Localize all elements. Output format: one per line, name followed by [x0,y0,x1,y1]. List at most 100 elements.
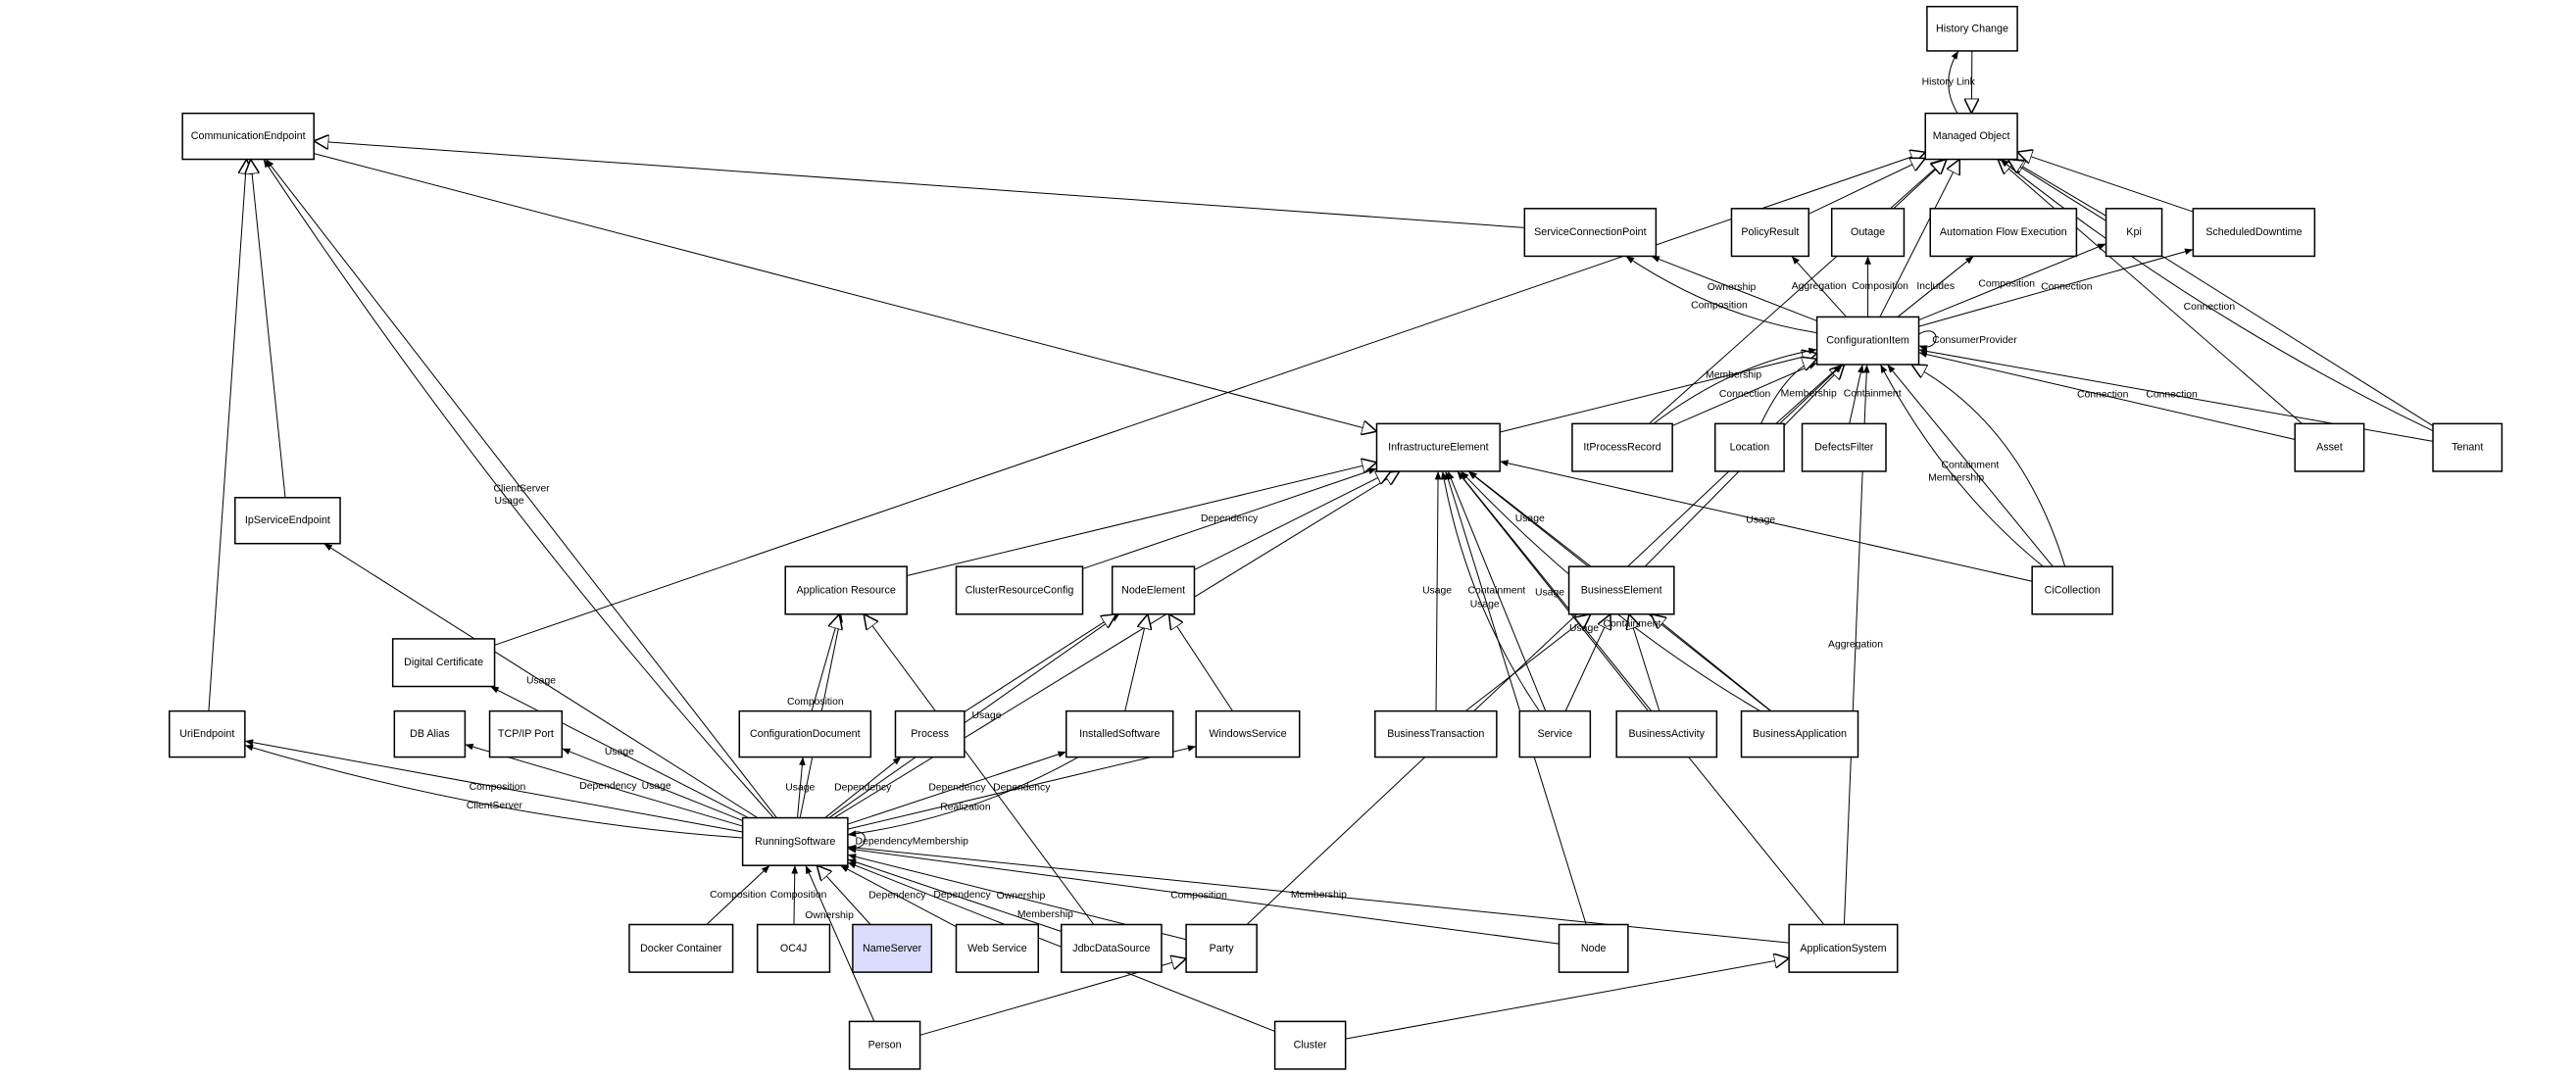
edge-ns-rs [817,865,871,925]
edge-label: Includes [1916,281,1955,292]
class-node-party[interactable]: Party [1185,923,1258,973]
association-line [244,739,743,833]
class-box [488,709,564,758]
edge-label: Usage [1470,600,1500,611]
class-node-ne[interactable]: NodeElement [1111,565,1196,615]
class-node-kpi[interactable]: Kpi [2105,208,2163,258]
class-node-person[interactable]: Person [848,1020,921,1070]
class-box [2031,565,2114,615]
edge-tenant-mo [2008,160,2434,427]
class-node-out[interactable]: Outage [1830,208,1906,258]
class-box [1788,923,1899,973]
class-box [1375,422,1501,472]
class-node-ce[interactable]: CommunicationEndpoint [181,112,315,161]
class-name: Application Resource [797,584,896,596]
class-box [1374,709,1498,758]
class-node-cluster[interactable]: Cluster [1273,1020,1347,1070]
generalization-line [1911,365,2066,567]
class-node-ws[interactable]: WindowsService [1195,709,1301,758]
edge-mo-hc-history link [1948,50,1959,114]
class-node-bt[interactable]: BusinessTransaction [1374,709,1498,758]
association-line [796,757,806,818]
class-node-bapp[interactable]: BusinessApplication [1740,709,1859,758]
class-node-as[interactable]: ApplicationSystem [1788,923,1899,973]
association-line [323,543,759,818]
class-node-jdbc[interactable]: JdbcDataSource [1060,923,1163,973]
edge-label: Dependency [928,783,986,794]
class-node-ipr[interactable]: ItProcessRecord [1571,422,1673,472]
edge-asset-ci-connection [1918,351,2296,441]
class-name: OC4J [780,943,807,954]
class-node-ba[interactable]: BusinessActivity [1615,709,1718,758]
class-node-dba[interactable]: DB Alias [393,709,467,758]
class-name: ScheduledDowntime [2205,226,2302,238]
class-name: Kpi [2126,226,2142,238]
generalization-line [2010,160,2106,217]
class-node-mo[interactable]: Managed Object [1924,112,2018,161]
edge-svc-be [1564,614,1610,711]
class-node-ns[interactable]: NameServer [852,923,933,973]
generalization-line [1629,614,1660,711]
class-node-df[interactable]: DefectsFilter [1801,422,1887,472]
class-node-ipse[interactable]: IpServiceEndpoint [234,497,341,545]
class-node-tcp[interactable]: TCP/IP Port [488,709,564,758]
class-node-afe[interactable]: Automation Flow Execution [1929,208,2078,258]
class-node-hc[interactable]: History Change [1926,5,2018,52]
edge-cic-ci-containment [1887,364,2054,567]
association-line [1918,248,2194,327]
edge-label: Composition [1691,301,1748,312]
edge-label: Usage [1422,586,1452,597]
class-node-ar[interactable]: Application Resource [784,565,908,615]
edge-ipr-mo [1648,160,1946,424]
association-line [847,751,1066,825]
association-line [847,757,1079,838]
class-node-loc[interactable]: Location [1713,422,1785,472]
class-node-oc4j[interactable]: OC4J [756,923,831,973]
class-node-cd[interactable]: ConfigurationDocument [738,709,872,758]
class-node-sd[interactable]: ScheduledDowntime [2192,208,2316,258]
class-node-dock[interactable]: Docker Container [628,923,734,973]
edge-rs-cd-usage [796,757,806,818]
class-node-asset[interactable]: Asset [2294,422,2365,472]
class-node-ie[interactable]: InfrastructureElement [1375,422,1501,472]
edge-loc-ci [1760,359,1817,424]
edge-label: History Link [1922,76,1976,87]
class-box [1730,208,1809,258]
edge-web-rs-dependency [839,864,957,928]
edge-cic-ie-usage [1500,460,2033,582]
class-node-scp[interactable]: ServiceConnectionPoint [1523,208,1658,258]
class-node-ci[interactable]: ConfigurationItem [1815,316,1920,366]
class-node-web[interactable]: Web Service [955,923,1040,973]
edge-dock-rs-composition [706,864,770,925]
generalization-line [864,614,1095,925]
class-name: ServiceConnectionPoint [1534,226,1646,238]
class-node-svc[interactable]: Service [1518,709,1592,758]
class-node-proc[interactable]: Process [894,709,966,758]
class-node-pr[interactable]: PolicyResult [1730,208,1809,258]
class-node-cic[interactable]: CiCollection [2031,565,2114,615]
class-box [741,816,849,866]
class-node-is[interactable]: InstalledSoftware [1065,709,1174,758]
class-node-tenant[interactable]: Tenant [2432,422,2503,472]
edge-label: Membership [1706,369,1761,380]
class-node-be[interactable]: BusinessElement [1567,565,1675,615]
generalization-line [494,152,1926,646]
edge-label: Membership [1017,909,1073,920]
class-name: Location [1730,442,1770,454]
class-box [393,709,467,758]
generalization-line [1345,958,1789,1040]
class-node-dc[interactable]: Digital Certificate [391,638,496,688]
edge-node-rs-composition [847,846,1560,945]
class-node-uri[interactable]: UriEndpoint [169,709,246,758]
edge-label: Usage [1569,623,1599,634]
association-line [1887,364,2054,567]
association-line [263,159,774,818]
edge-pr-mo [1808,159,1925,215]
association-line [1948,50,1959,114]
class-node-rs[interactable]: RunningSoftware [741,816,849,866]
generalization-line [1194,471,1390,570]
generalization-line [1879,160,1959,318]
class-node-crc[interactable]: ClusterResourceConfig [955,565,1084,615]
association-line [265,159,777,818]
class-node-node[interactable]: Node [1558,923,1629,973]
